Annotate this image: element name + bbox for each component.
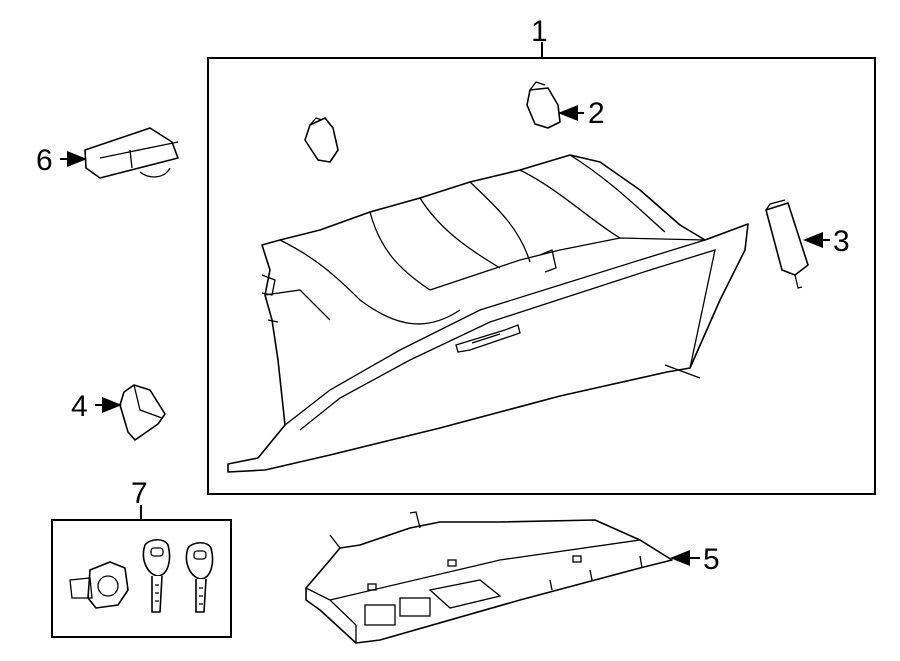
callout-3-number: 3 bbox=[833, 225, 850, 258]
bumper-left bbox=[304, 117, 339, 163]
lock-cylinder bbox=[69, 561, 129, 609]
damper-part-3 bbox=[765, 199, 809, 289]
stopper-part-4 bbox=[119, 384, 166, 441]
key-2 bbox=[185, 541, 214, 613]
callout-4-number: 4 bbox=[71, 390, 88, 423]
callout-6-number: 6 bbox=[36, 144, 53, 177]
lamp-part-6 bbox=[84, 127, 179, 179]
callout-7-number: 7 bbox=[131, 477, 148, 510]
callout-2-number: 2 bbox=[588, 97, 605, 130]
glove-box-handle bbox=[455, 324, 521, 353]
callout-1-number: 1 bbox=[531, 15, 548, 48]
bumper-part-2 bbox=[526, 81, 561, 129]
key-1 bbox=[142, 538, 171, 613]
lower-panel-part-5 bbox=[305, 511, 673, 644]
callout-5-number: 5 bbox=[703, 543, 720, 576]
glove-box-body bbox=[227, 154, 749, 473]
